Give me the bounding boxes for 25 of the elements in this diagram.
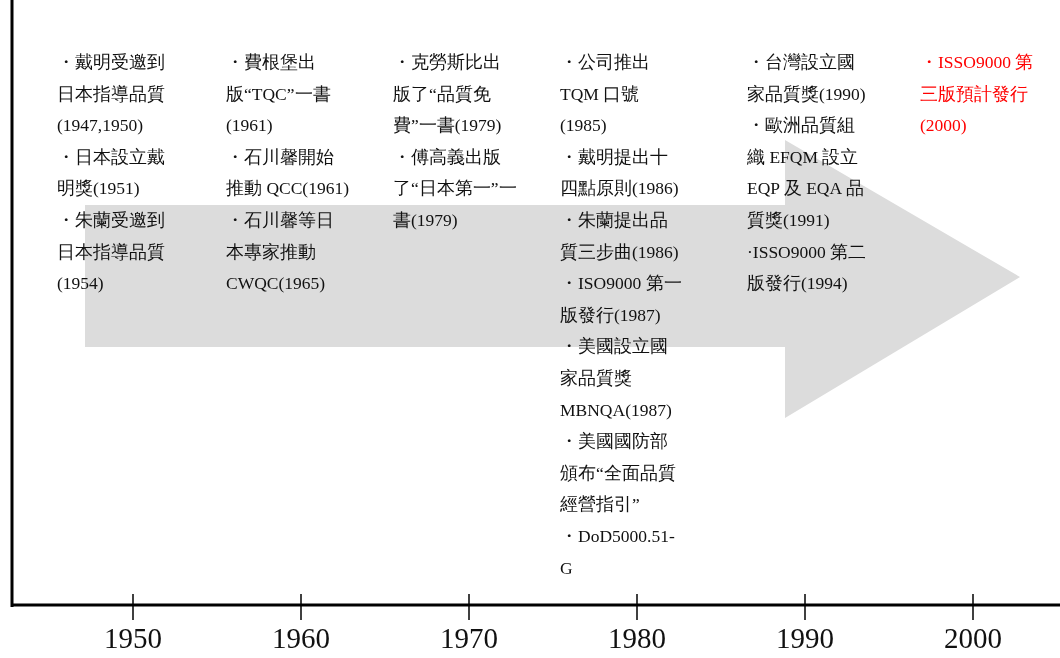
year-label: 1960 xyxy=(272,622,330,655)
event-text: ・美國設立國家品質獎 MBNQA(1987) xyxy=(560,335,673,422)
event-text: ・美國國防部頒布“全面品質經營指引” xyxy=(560,430,677,517)
year-label: 1990 xyxy=(776,622,834,655)
event-text: ・傅高義出版了“日本第一”一書(1979) xyxy=(393,145,517,232)
event-text: ・歐洲品質組織 EFQM 設立 EQP 及 EQA 品質獎(1991) xyxy=(747,114,865,232)
event-text: ・石川馨等日本專家推動 CWQC(1965) xyxy=(226,208,335,296)
event-text: ・朱蘭受邀到日本指導品質(1954) xyxy=(57,208,166,296)
event-text: ・石川馨開始推動 QCC(1961) xyxy=(226,145,350,201)
event-text: ・DoD5000.51-G xyxy=(560,524,676,580)
year-label: 2000 xyxy=(944,622,1002,655)
event-text: ・克勞斯比出版了“品質免費”一書(1979) xyxy=(393,51,503,138)
event-text: ・日本設立戴明獎(1951) xyxy=(57,145,166,201)
event-text: ・費根堡出版“TQC”一書(1961) xyxy=(226,51,332,138)
year-label: 1950 xyxy=(104,622,162,655)
event-text: ・ISO9000 第一版發行(1987) xyxy=(560,272,683,327)
event-text: ・公司推出 TQM 口號 (1985) xyxy=(560,51,651,138)
event-text: ・台灣設立國家品質獎(1990) xyxy=(747,51,867,106)
event-text: ・朱蘭提出品質三步曲(1986) xyxy=(560,208,680,264)
year-label: 1980 xyxy=(608,622,666,655)
event-text: ·ISSO9000 第二版發行(1994) xyxy=(747,240,868,296)
event-text: ・戴明受邀到日本指導品質(1947,1950) xyxy=(57,51,166,138)
event-text: ・戴明提出十四點原則(1986) xyxy=(560,145,680,201)
event-text: ・ISSO9000 第三版預計發行(2000) xyxy=(920,51,1035,138)
year-label: 1970 xyxy=(440,622,498,655)
